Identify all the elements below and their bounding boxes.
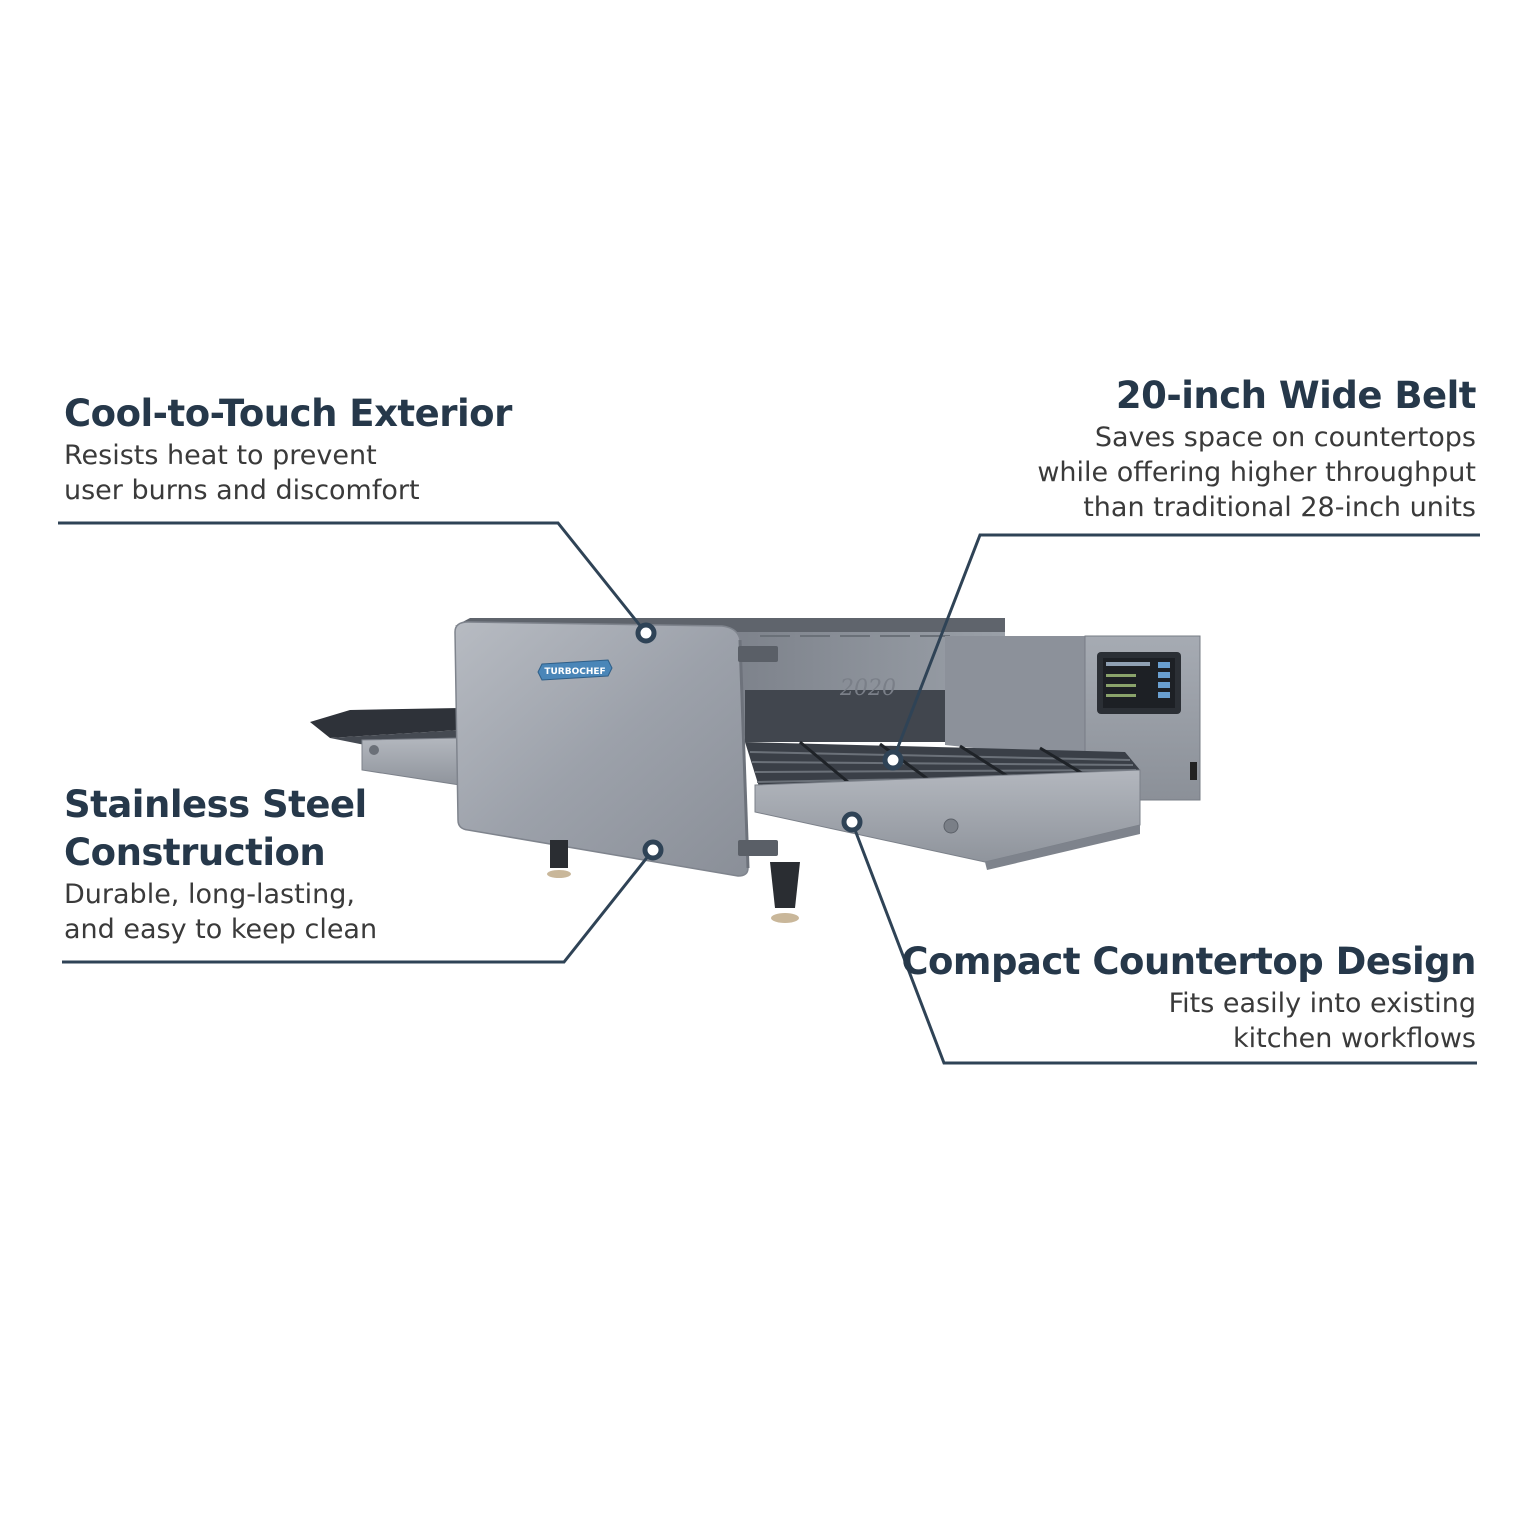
leader-lines (58, 521, 1480, 1065)
callout-title: Cool-to-Touch Exterior (64, 392, 512, 435)
dot-wide-belt (882, 749, 904, 771)
callout-text-line: and easy to keep clean (64, 914, 378, 945)
model-stamp: 2020 (839, 676, 896, 701)
callout-title: Stainless Steel Construction (64, 783, 367, 874)
side-wall (945, 636, 1090, 760)
callout-stainless: Stainless Steel Construction Durable, lo… (64, 781, 377, 947)
callout-text-line: Durable, long-lasting, (64, 879, 356, 910)
brand-logo: TURBOCHEF (537, 659, 613, 681)
callout-text-line: user burns and discomfort (64, 475, 420, 506)
front-cabinet: TURBOCHEF (454, 621, 778, 877)
callout-text-line: Saves space on countertops (1094, 422, 1476, 453)
callout-compact: Compact Countertop Design Fits easily in… (901, 938, 1476, 1056)
callout-text-line: than traditional 28-inch units (1083, 492, 1476, 523)
callout-wide-belt: 20-inch Wide Belt Saves space on counter… (1037, 372, 1476, 525)
leader-cool-touch (58, 521, 648, 634)
bottom-hinge (738, 840, 778, 856)
callout-cool-touch: Cool-to-Touch Exterior Resists heat to p… (64, 390, 512, 508)
right-tray (754, 769, 1141, 870)
leader-compact (850, 821, 1477, 1065)
dot-stainless (642, 839, 664, 861)
callout-title: 20-inch Wide Belt (1115, 374, 1477, 417)
top-hinge (738, 646, 778, 662)
left-tray (310, 708, 461, 786)
oven-body: 2020 (455, 618, 1005, 742)
callout-text-line: while offering higher throughput (1037, 457, 1476, 488)
callout-text-line: Resists heat to prevent (64, 440, 377, 471)
dot-compact (841, 811, 863, 833)
callout-title: Compact Countertop Design (901, 940, 1476, 983)
callout-text-line: kitchen workflows (1233, 1023, 1476, 1054)
dot-cool-touch (635, 622, 657, 644)
svg-text:TURBOCHEF: TURBOCHEF (544, 667, 605, 677)
leader-wide-belt (891, 533, 1480, 761)
leader-stainless (62, 849, 655, 964)
callout-text-line: Fits easily into existing (1168, 988, 1476, 1019)
power-switch[interactable] (1190, 762, 1197, 780)
oven-legs (547, 840, 800, 923)
